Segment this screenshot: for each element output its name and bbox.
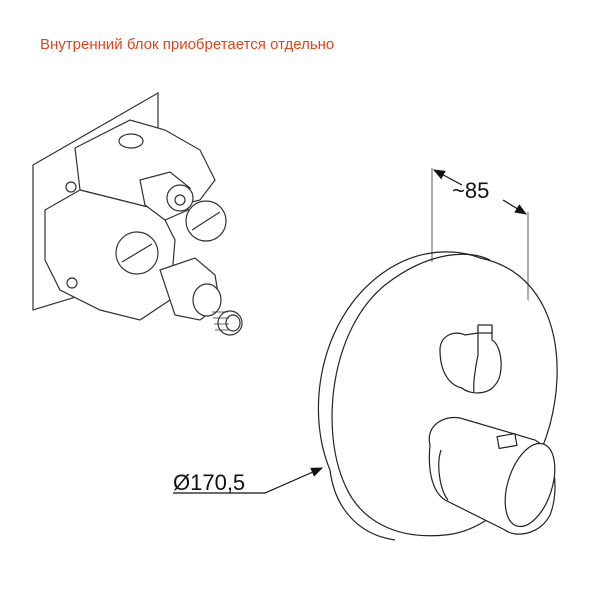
valve-body-figure: [32, 91, 243, 336]
depth-dimension-label: ~85: [452, 178, 489, 203]
diameter-dimension-label: Ø170,5: [173, 470, 245, 495]
trim-plate-figure: [173, 168, 558, 573]
caption-text: Внутренний блок приобретается отдельно: [40, 36, 335, 53]
